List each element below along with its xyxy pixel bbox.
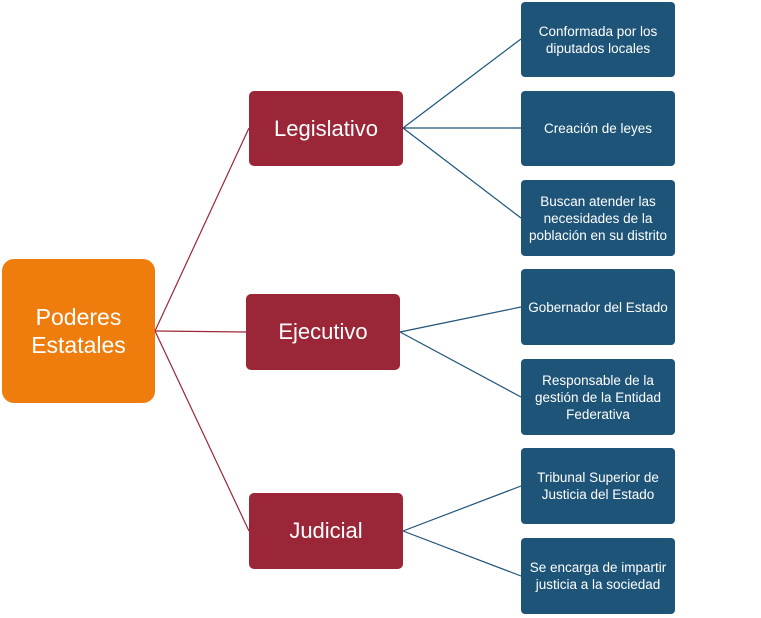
leaf-node-label: Creación de leyes (543, 121, 653, 136)
link-root-ejecutivo (154, 330, 247, 333)
leaf-node-label: Se encarga de impartir justicia a la soc… (529, 560, 667, 592)
link-judicial-0 (402, 485, 522, 532)
link-legislativo-2 (402, 127, 522, 219)
branch-node-label: Ejecutivo (278, 319, 368, 344)
leaf-node-label: Conformada por los diputados locales (538, 23, 658, 56)
leaf-node-legislativo-1: Conformada por los diputados locales (521, 2, 675, 77)
leaf-node-ejecutivo-2: Responsable de la gestión de la Entidad … (521, 359, 675, 435)
link-ejecutivo-1 (399, 331, 522, 398)
branch-node-judicial: Judicial (249, 493, 403, 569)
root-node-poderes-estatales: Poderes Estatales (2, 259, 155, 403)
branch-node-label: Legislativo (274, 115, 378, 141)
link-root-judicial (154, 330, 250, 532)
link-legislativo-0 (402, 38, 522, 129)
leaf-node-judicial-1: Tribunal Superior de Justicia del Estado (521, 448, 675, 524)
leaf-node-label: Responsable de la gestión de la Entidad … (534, 372, 662, 422)
leaf-node-ejecutivo-1: Gobernador del Estado (521, 269, 675, 345)
leaf-node-legislativo-2: Creación de leyes (521, 91, 675, 166)
link-ejecutivo-0 (399, 306, 522, 333)
leaf-node-label: Gobernador del Estado (528, 299, 668, 315)
branch-node-ejecutivo: Ejecutivo (246, 294, 400, 370)
branch-node-label: Judicial (289, 518, 363, 543)
leaf-node-judicial-2: Se encarga de impartir justicia a la soc… (521, 538, 675, 614)
leaf-node-label: Buscan atender las necesidades de la pob… (528, 193, 668, 243)
leaf-node-legislativo-3: Buscan atender las necesidades de la pob… (521, 180, 675, 256)
link-root-legislativo (154, 127, 250, 332)
leaf-node-label: Tribunal Superior de Justicia del Estado (537, 470, 659, 502)
branch-node-legislativo: Legislativo (249, 91, 403, 166)
link-judicial-1 (402, 530, 522, 577)
root-node-label: Poderes Estatales (31, 304, 126, 358)
